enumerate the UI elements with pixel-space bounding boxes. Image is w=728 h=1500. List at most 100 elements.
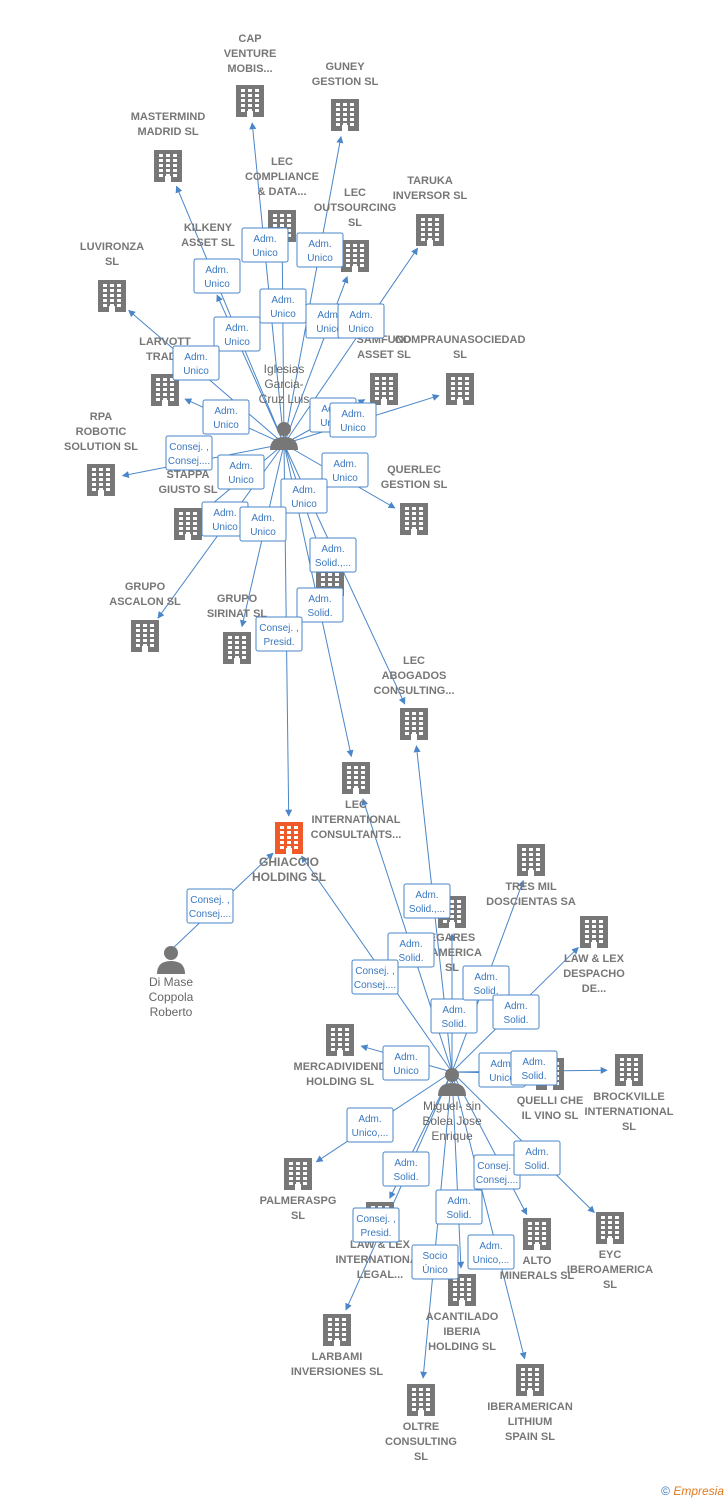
building-icon (342, 762, 370, 794)
role-badge[interactable]: Adm.Solid.,... (309, 537, 357, 573)
role-badge[interactable]: Adm.Unico (296, 232, 344, 268)
role-badge[interactable]: Adm.Unico (241, 227, 289, 263)
role-badge[interactable]: Adm.Solid. (296, 587, 344, 623)
role-badge[interactable]: Adm.Solid. (513, 1140, 561, 1176)
company-name-line: OAMERICA (422, 947, 482, 959)
role-text: Adm. (292, 485, 315, 496)
building-icon (223, 632, 251, 664)
edge-line (278, 247, 286, 445)
role-badge[interactable]: Adm.Unico (172, 345, 220, 381)
role-badge[interactable]: Adm.Solid. (492, 994, 540, 1030)
role-badge[interactable]: Adm.Unico (213, 316, 261, 352)
company-node-lecabog[interactable]: LECABOGADOSCONSULTING... (373, 655, 455, 740)
role-text: Unico (250, 527, 276, 538)
role-badge[interactable]: Adm.Solid. (430, 998, 478, 1034)
company-node-cap[interactable]: CAPVENTUREMOBIS... (224, 33, 277, 117)
company-name-line: SPAIN SL (505, 1431, 555, 1443)
company-name-line: LEC (271, 156, 293, 168)
role-badge[interactable]: Adm.Solid. (510, 1050, 558, 1086)
role-badge[interactable]: Adm.Unico (321, 452, 369, 488)
role-badge[interactable]: Adm.Unico,... (467, 1234, 515, 1270)
role-badge[interactable]: Adm.Solid.,... (403, 883, 451, 919)
role-badge[interactable]: Adm.Unico (259, 288, 307, 324)
company-name-line: IL VINO SL (522, 1110, 579, 1122)
person-name-line: Miguel- sin (423, 1099, 481, 1113)
company-name-line: SL (603, 1279, 617, 1291)
role-text: Unico (204, 279, 230, 290)
company-name-line: ASCALON SL (109, 596, 181, 608)
role-badge[interactable]: Adm.Unico (193, 258, 241, 294)
role-badge[interactable]: Consej. ,Consej.... (165, 435, 213, 471)
company-name-line: LEC (345, 799, 367, 811)
edge-line (249, 122, 285, 445)
company-name-line: IBERAMERICAN (487, 1401, 573, 1413)
company-name-line: EGARES (429, 932, 475, 944)
role-text: Unico (270, 309, 296, 320)
role-badge[interactable]: Adm.Unico (280, 478, 328, 514)
role-badge[interactable]: Consej. ,Consej.... (186, 888, 234, 924)
role-badge[interactable]: Adm.Unico (239, 506, 287, 542)
role-badge[interactable]: Adm.Unico,... (346, 1107, 394, 1143)
role-badge[interactable]: Adm.Unico (337, 303, 385, 339)
company-node-lawlexdes[interactable]: LAW & LEXDESPACHODE... (563, 916, 625, 995)
role-text: Solid. (441, 1019, 466, 1030)
company-name-line: COMPLIANCE (245, 171, 319, 183)
footer-brand[interactable]: © Empresia (661, 1484, 724, 1498)
company-name-line: INTERNATIONAL (584, 1106, 673, 1118)
role-text: Adm. (479, 1241, 502, 1252)
role-text: Consej.... (189, 909, 231, 920)
role-badge[interactable]: Adm.Unico (329, 402, 377, 438)
role-badge[interactable]: Adm.Solid. (382, 1151, 430, 1187)
company-node-lecint[interactable]: LECINTERNATIONALCONSULTANTS... (311, 762, 402, 841)
company-name-line: LUVIRONZA (80, 241, 144, 253)
role-text: Adm. (394, 1158, 417, 1169)
role-badge[interactable]: Adm.Solid. (387, 932, 435, 968)
company-name-line: SL (414, 1451, 428, 1463)
role-badge[interactable]: Consej. ,Presid. (352, 1207, 400, 1243)
role-badge[interactable]: Adm.Solid. (435, 1189, 483, 1225)
role-badge[interactable]: Adm.Unico (217, 454, 265, 490)
role-badge[interactable]: Adm.Unico (201, 501, 249, 537)
company-name-line: EYC (599, 1249, 622, 1261)
role-text: Presid. (263, 637, 294, 648)
role-text: Adm. (214, 406, 237, 417)
role-badge[interactable]: Consej. ,Consej.... (473, 1154, 521, 1190)
role-badge[interactable]: Adm.Solid. (462, 965, 510, 1001)
role-badge[interactable]: Consej. ,Consej.... (351, 959, 399, 995)
company-name-line: GUNEY (325, 61, 365, 73)
role-badge[interactable]: Consej. ,Presid. (255, 616, 303, 652)
role-badge[interactable]: Adm.Unico (382, 1045, 430, 1081)
role-text: Unico,... (352, 1128, 389, 1139)
role-text: Solid. (446, 1210, 471, 1221)
role-badge[interactable]: Adm.Unico (202, 399, 250, 435)
